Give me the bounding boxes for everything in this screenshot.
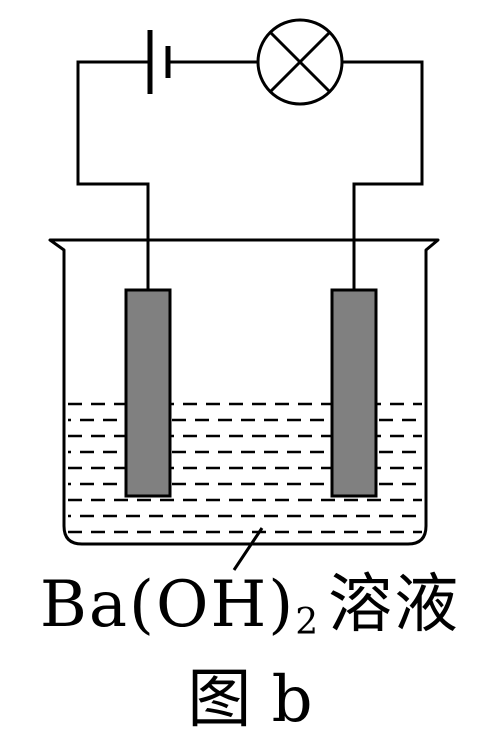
formula-subscript: 2: [295, 602, 321, 643]
beaker: [48, 238, 440, 546]
electrode-right: [330, 288, 378, 498]
electrode-left: [124, 288, 172, 498]
formula-suffix: 溶液: [328, 568, 461, 642]
lamp-circle: [256, 18, 344, 106]
formula-main: Ba(OH): [39, 568, 296, 642]
battery-icon: [147, 30, 171, 94]
wire-right: [342, 60, 424, 292]
lamp-cross-b: [268, 30, 332, 94]
figure-caption: 图 b: [187, 663, 313, 737]
solution-pointer-line: [232, 527, 264, 571]
lamp-icon: [256, 18, 344, 106]
circuit-wires: [76, 60, 424, 292]
wire-left: [76, 60, 150, 292]
